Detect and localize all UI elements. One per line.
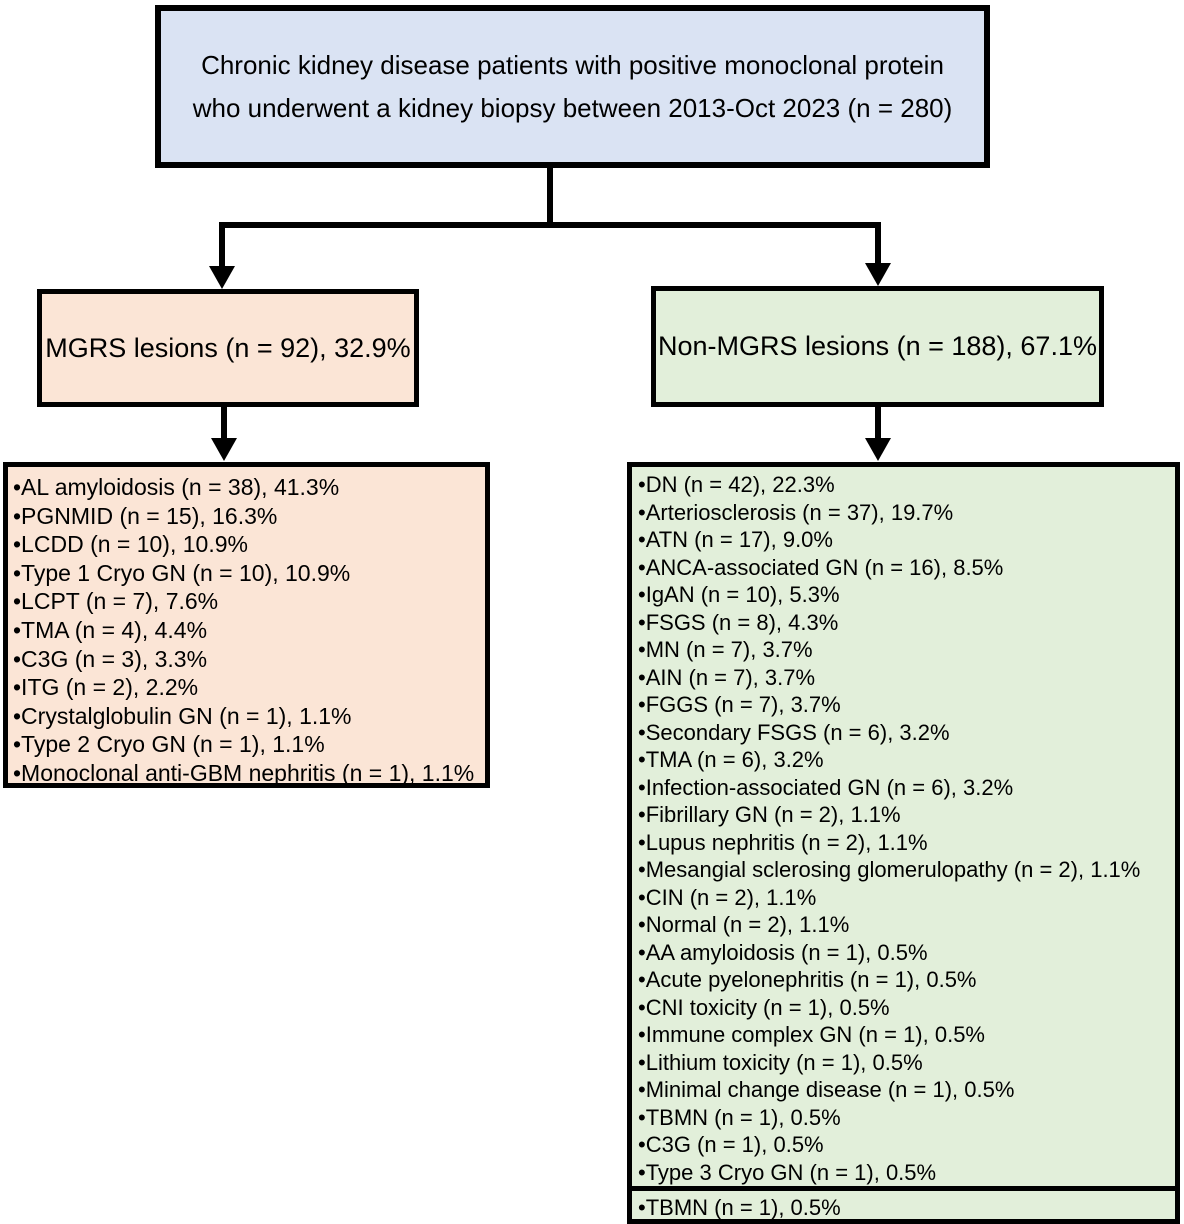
list-item: •Type 2 Cryo GN (n = 1), 1.1%	[13, 731, 325, 758]
list-item: •AA amyloidosis (n = 1), 0.5%	[638, 939, 928, 965]
list-item: •C3G (n = 1), 0.5%	[638, 1132, 824, 1157]
list-item: •PGNMID (n = 15), 16.3%	[13, 502, 278, 529]
list-item: •ATN (n = 17), 9.0%	[638, 527, 833, 552]
arrowhead-left	[209, 266, 235, 289]
clipped-box-divider	[631, 1186, 1176, 1191]
list-item: •IgAN (n = 10), 5.3%	[638, 582, 840, 607]
list-item: •AIN (n = 7), 3.7%	[638, 664, 816, 690]
root-box-text: Chronic kidney disease patients with pos…	[192, 50, 953, 123]
list-item: •Lupus nephritis (n = 2), 1.1%	[638, 829, 928, 855]
arrowhead-nonmgrs-list	[865, 438, 891, 461]
clipped-list-item-text: TBMN (n = 1), 0.5%	[645, 1195, 841, 1220]
non-mgrs-box: Non-MGRS lesions (n = 188), 67.1%	[651, 286, 1104, 407]
list-item: •FSGS (n = 8), 4.3%	[638, 609, 839, 635]
list-item: •ANCA-associated GN (n = 16), 8.5%	[638, 554, 1004, 580]
list-item: •Acute pyelonephritis (n = 1), 0.5%	[638, 967, 977, 992]
list-item: •C3G (n = 3), 3.3%	[13, 645, 208, 672]
mgrs-lesions-list: •AL amyloidosis (n = 38), 41.3%•PGNMID (…	[3, 462, 490, 788]
list-item: •DN (n = 42), 22.3%	[638, 472, 835, 497]
list-item: •TMA (n = 4), 4.4%	[13, 616, 208, 643]
list-item: •Normal (n = 2), 1.1%	[638, 912, 850, 937]
bullet: •	[638, 1195, 646, 1220]
list-item: •CIN (n = 2), 1.1%	[638, 884, 817, 910]
arrowhead-mgrs-list	[211, 438, 237, 461]
non-mgrs-lesions-list: •DN (n = 42), 22.3%•Arteriosclerosis (n …	[627, 462, 1180, 1224]
non-mgrs-box-label: Non-MGRS lesions (n = 188), 67.1%	[658, 331, 1097, 361]
list-item: •LCDD (n = 10), 10.9%	[13, 531, 248, 558]
list-item: •CNI toxicity (n = 1), 0.5%	[638, 994, 890, 1020]
root-box: Chronic kidney disease patients with pos…	[155, 5, 990, 168]
list-item: •Monoclonal anti-GBM nephritis (n = 1), …	[13, 759, 475, 786]
list-item: •Crystalglobulin GN (n = 1), 1.1%	[13, 702, 352, 729]
non-mgrs-list-rows: •DN (n = 42), 22.3%•Arteriosclerosis (n …	[638, 471, 1171, 1186]
list-item: •Secondary FSGS (n = 6), 3.2%	[638, 719, 950, 745]
mgrs-box: MGRS lesions (n = 92), 32.9%	[37, 289, 419, 407]
list-item: •Mesangial sclerosing glomerulopathy (n …	[638, 857, 1141, 882]
list-item: •Fibrillary GN (n = 2), 1.1%	[638, 802, 901, 827]
list-item: •Infection-associated GN (n = 6), 3.2%	[638, 774, 1014, 800]
list-item: •MN (n = 7), 3.7%	[638, 637, 813, 662]
list-item: •LCPT (n = 7), 7.6%	[13, 588, 219, 615]
clipped-list-item: •TBMN (n = 1), 0.5%	[638, 1194, 841, 1222]
mgrs-box-label: MGRS lesions (n = 92), 32.9%	[45, 332, 411, 363]
list-item: •TBMN (n = 1), 0.5%	[638, 1104, 841, 1130]
list-item: •ITG (n = 2), 2.2%	[13, 674, 199, 701]
list-item: •Type 1 Cryo GN (n = 10), 10.9%	[13, 559, 351, 586]
arrowhead-right	[865, 263, 891, 286]
list-item: •Minimal change disease (n = 1), 0.5%	[638, 1077, 1015, 1102]
list-item: •TMA (n = 6), 3.2%	[638, 747, 824, 772]
list-item: •Type 3 Cryo GN (n = 1), 0.5%	[638, 1159, 937, 1185]
list-item: •Immune complex GN (n = 1), 0.5%	[638, 1022, 985, 1047]
list-item: •FGGS (n = 7), 3.7%	[638, 692, 841, 717]
list-item: •AL amyloidosis (n = 38), 41.3%	[13, 474, 340, 500]
list-item: •Arteriosclerosis (n = 37), 19.7%	[638, 499, 954, 525]
list-item: •Lithium toxicity (n = 1), 0.5%	[638, 1049, 923, 1075]
